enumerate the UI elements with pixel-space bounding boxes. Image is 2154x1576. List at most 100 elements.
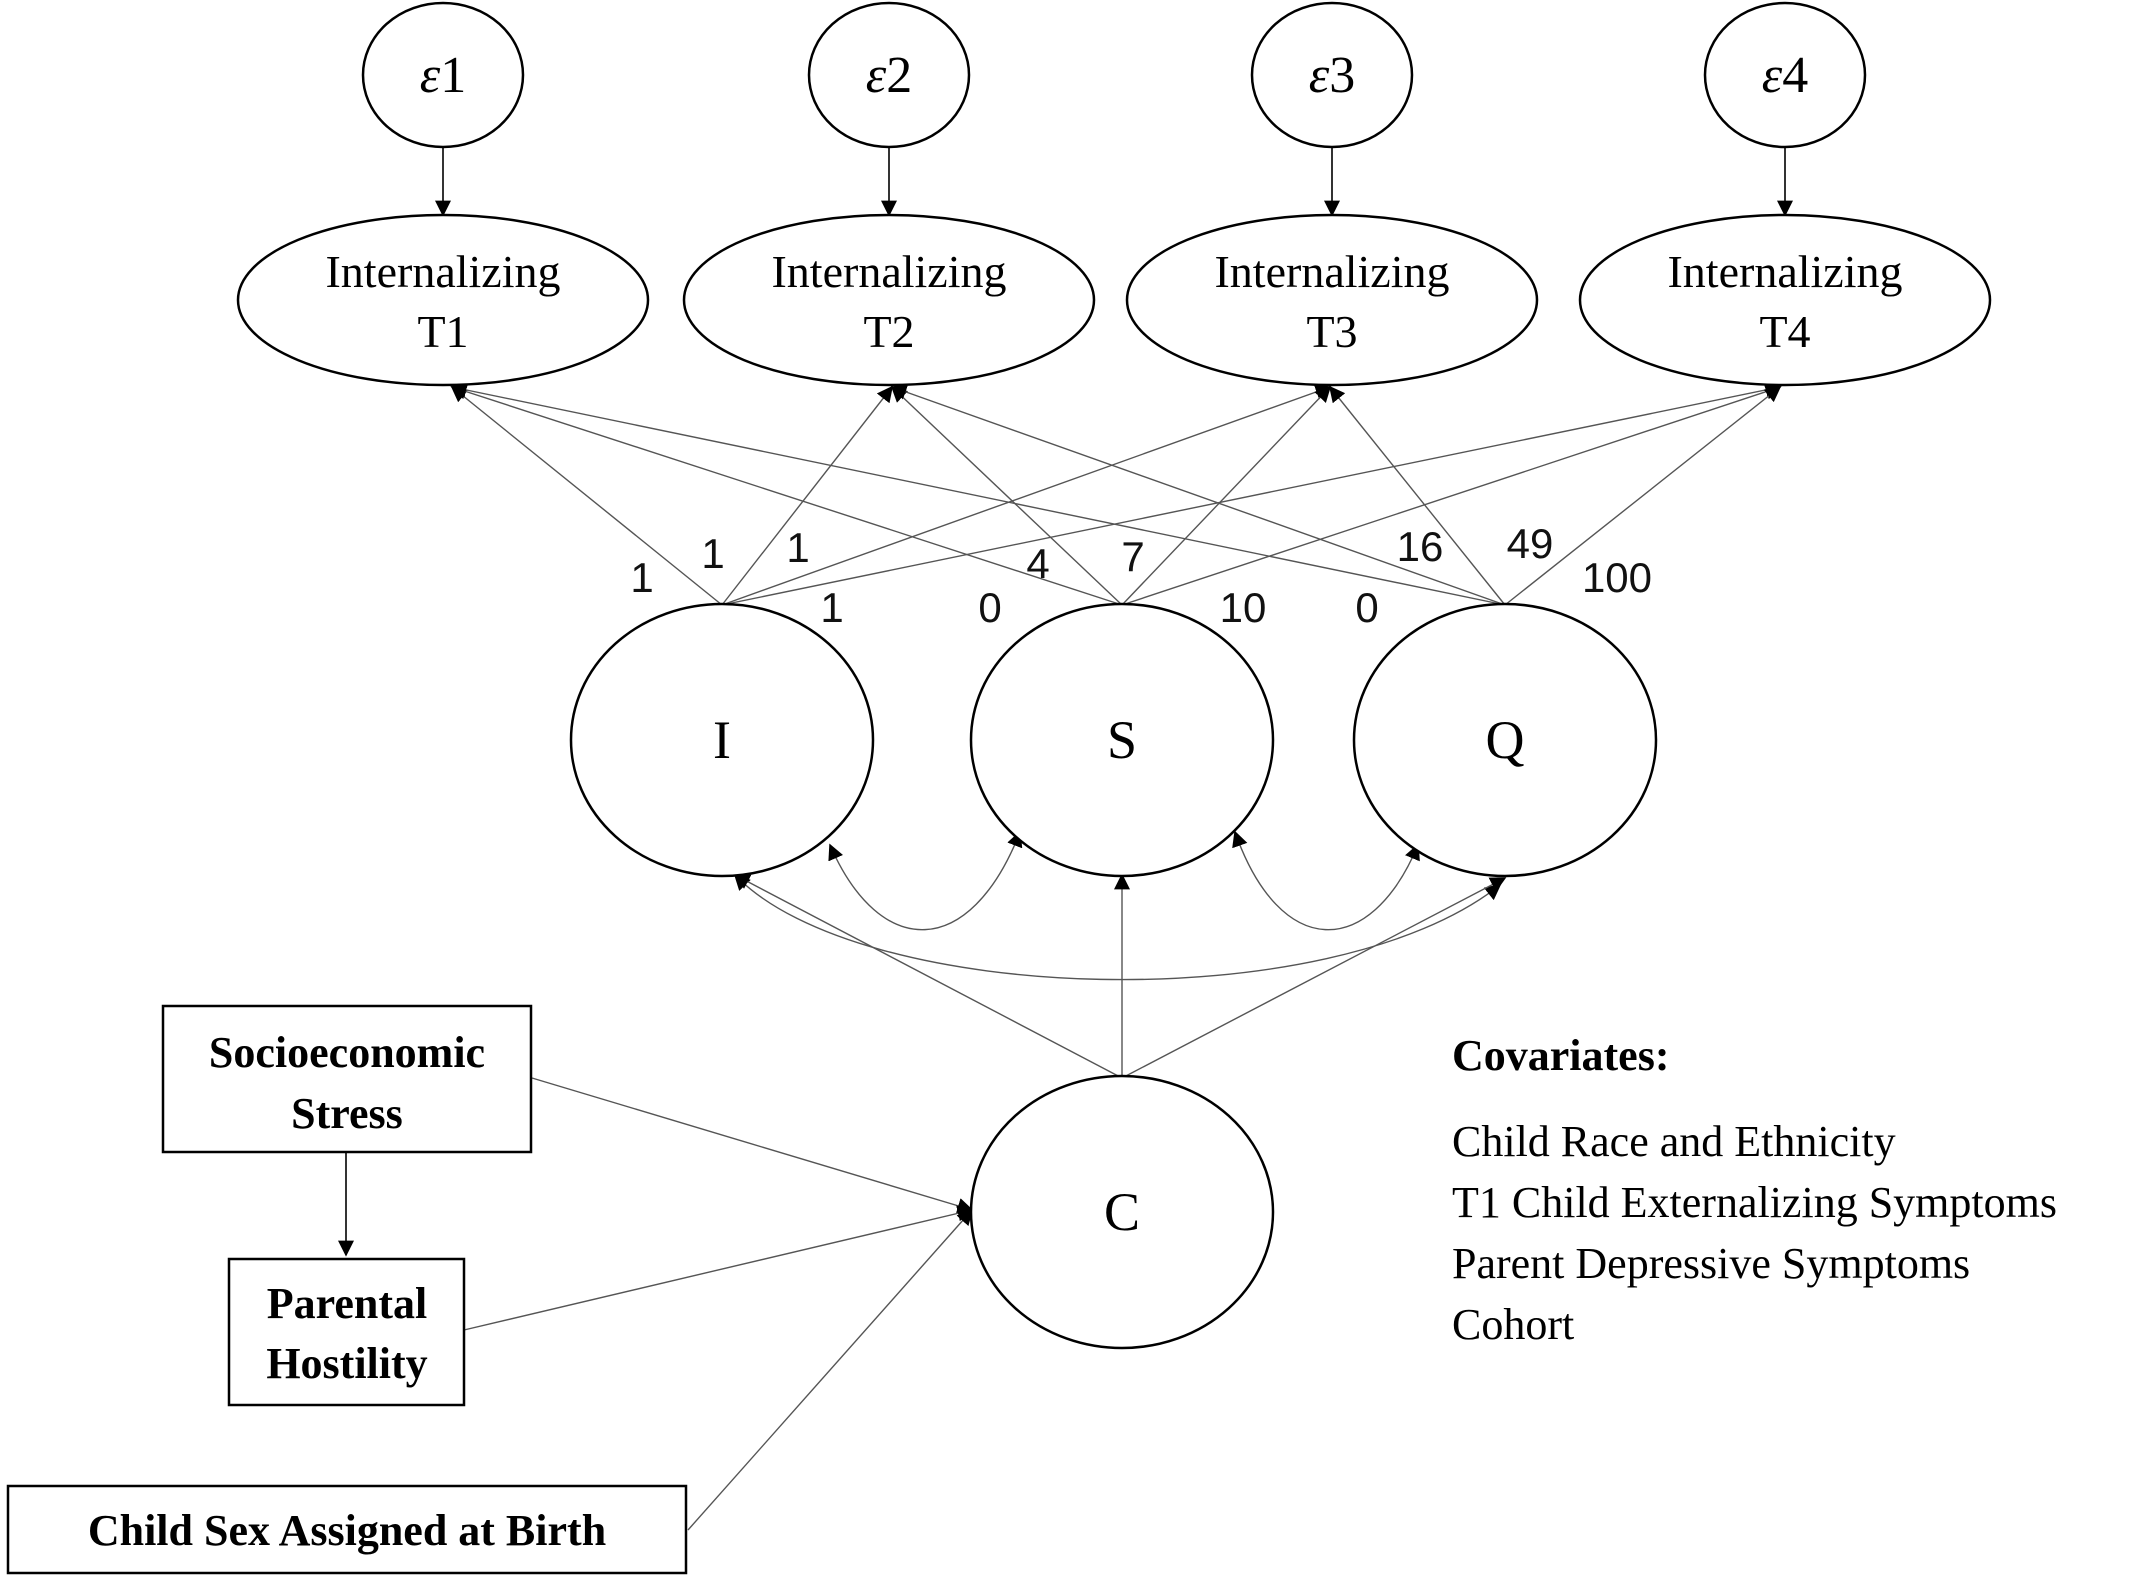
path-s-t1 bbox=[450, 383, 1123, 606]
loading-s-t3: 7 bbox=[1121, 533, 1144, 580]
class-paths bbox=[733, 873, 1507, 1079]
error-circle-2 bbox=[807, 1, 971, 149]
loading-q-t3: 49 bbox=[1507, 520, 1554, 567]
path-sex-c bbox=[687, 1208, 974, 1531]
indicator-t3-line2: T3 bbox=[1306, 306, 1357, 357]
path-q-t1 bbox=[450, 382, 1506, 606]
path-q-t2 bbox=[890, 384, 1506, 606]
error-arrows bbox=[435, 147, 1793, 217]
error-label-4: ε4 bbox=[1762, 47, 1809, 104]
error-circle-4 bbox=[1703, 1, 1867, 149]
predictor-child-sex: Child Sex Assigned at Birth bbox=[6, 1484, 688, 1575]
loading-i-t1: 1 bbox=[630, 554, 653, 601]
socioeconomic-line2: Stress bbox=[291, 1089, 403, 1138]
factor-ellipse-s bbox=[969, 602, 1275, 878]
parental-line2: Hostility bbox=[266, 1339, 427, 1388]
indicator-t4-line2: T4 bbox=[1759, 306, 1810, 357]
path-ses-c bbox=[531, 1077, 974, 1214]
cov-i-s bbox=[828, 830, 1023, 931]
path-s-t4 bbox=[1121, 383, 1782, 606]
factor-covariances bbox=[733, 830, 1502, 981]
box-child-sex bbox=[6, 1484, 688, 1575]
path-i-t3 bbox=[721, 384, 1332, 606]
factor-label-i: I bbox=[713, 710, 731, 770]
box-socioeconomic-stress bbox=[161, 1004, 533, 1154]
error-label-1: ε1 bbox=[420, 47, 467, 104]
covariate-item: Child Race and Ethnicity bbox=[1452, 1117, 1896, 1166]
error-circle-1 bbox=[361, 1, 525, 149]
path-q-t3 bbox=[1328, 385, 1506, 606]
predictor-parental-hostility: Parental Hostility bbox=[227, 1257, 466, 1407]
indicator-t2-line1: Internalizing bbox=[771, 246, 1006, 297]
parental-line1: Parental bbox=[267, 1279, 428, 1328]
path-c-i bbox=[733, 874, 1123, 1079]
path-c-q bbox=[1121, 877, 1507, 1079]
loading-q-t2: 16 bbox=[1397, 523, 1444, 570]
covariate-item: Parent Depressive Symptoms bbox=[1452, 1239, 1970, 1288]
child-sex-label: Child Sex Assigned at Birth bbox=[88, 1506, 606, 1555]
latent-class: C bbox=[969, 1074, 1275, 1350]
indicator-t2-line2: T2 bbox=[863, 306, 914, 357]
factor-ellipse-q bbox=[1352, 602, 1658, 878]
covariates-title: Covariates: bbox=[1452, 1031, 1670, 1080]
error-3: ε3 bbox=[1250, 1, 1414, 149]
path-ph-c bbox=[463, 1205, 974, 1331]
predictors: Socioeconomic Stress Parental Hostility … bbox=[6, 1004, 688, 1575]
error-4: ε4 bbox=[1703, 1, 1867, 149]
indicator-t1-line1: Internalizing bbox=[325, 246, 560, 297]
factor-label-q: Q bbox=[1486, 710, 1525, 770]
indicator-t3: Internalizing T3 bbox=[1125, 213, 1539, 387]
covariate-item: Cohort bbox=[1452, 1300, 1574, 1349]
factor-intercept: I bbox=[569, 602, 875, 878]
path-i-t4 bbox=[721, 382, 1782, 606]
indicator-t2: Internalizing T2 bbox=[682, 213, 1096, 387]
indicator-ellipse-t2 bbox=[682, 213, 1096, 387]
predictor-socioeconomic-stress: Socioeconomic Stress bbox=[161, 1004, 533, 1154]
loading-i-t3: 1 bbox=[786, 524, 809, 571]
loading-i-t2: 1 bbox=[701, 530, 724, 577]
cov-i-q bbox=[733, 873, 1502, 981]
cov-s-q bbox=[1232, 830, 1420, 931]
indicator-t3-line1: Internalizing bbox=[1214, 246, 1449, 297]
error-label-3: ε3 bbox=[1309, 47, 1356, 104]
loading-labels: 1 1 1 1 0 4 7 10 0 16 49 100 bbox=[630, 520, 1652, 631]
error-label-2: ε2 bbox=[866, 47, 913, 104]
path-s-t2 bbox=[890, 385, 1123, 606]
factor-label-s: S bbox=[1107, 710, 1137, 770]
path-i-t1 bbox=[450, 385, 723, 606]
indicators: Internalizing T1 Internalizing T2 Intern… bbox=[236, 213, 1992, 387]
path-s-t3 bbox=[1121, 385, 1332, 606]
loading-s-t2: 4 bbox=[1026, 540, 1049, 587]
covariates: Covariates: Child Race and Ethnicity T1 … bbox=[1452, 1031, 2057, 1349]
error-2: ε2 bbox=[807, 1, 971, 149]
error-circle-3 bbox=[1250, 1, 1414, 149]
path-i-t2 bbox=[721, 385, 893, 606]
error-terms: ε1 ε2 ε3 ε4 bbox=[361, 1, 1867, 149]
class-label-c: C bbox=[1104, 1182, 1140, 1242]
predictor-paths bbox=[338, 1077, 974, 1531]
covariate-item: T1 Child Externalizing Symptoms bbox=[1452, 1178, 2057, 1227]
indicator-t4-line1: Internalizing bbox=[1667, 246, 1902, 297]
class-ellipse-c bbox=[969, 1074, 1275, 1350]
indicator-t1-line2: T1 bbox=[417, 306, 468, 357]
growth-factors: I S Q bbox=[569, 602, 1658, 878]
loading-i-t4: 1 bbox=[820, 584, 843, 631]
indicator-t1: Internalizing T1 bbox=[236, 213, 650, 387]
path-q-t4 bbox=[1504, 386, 1782, 606]
indicator-ellipse-t3 bbox=[1125, 213, 1539, 387]
loading-s-t4: 10 bbox=[1220, 584, 1267, 631]
factor-slope: S bbox=[969, 602, 1275, 878]
error-1: ε1 bbox=[361, 1, 525, 149]
loading-s-t1: 0 bbox=[978, 584, 1001, 631]
box-parental-hostility bbox=[227, 1257, 466, 1407]
indicator-ellipse-t1 bbox=[236, 213, 650, 387]
factor-quadratic: Q bbox=[1352, 602, 1658, 878]
loading-q-t1: 0 bbox=[1355, 584, 1378, 631]
loading-q-t4: 100 bbox=[1582, 554, 1652, 601]
loading-paths bbox=[450, 382, 1782, 606]
indicator-t4: Internalizing T4 bbox=[1578, 213, 1992, 387]
socioeconomic-line1: Socioeconomic bbox=[209, 1028, 485, 1077]
factor-ellipse-i bbox=[569, 602, 875, 878]
